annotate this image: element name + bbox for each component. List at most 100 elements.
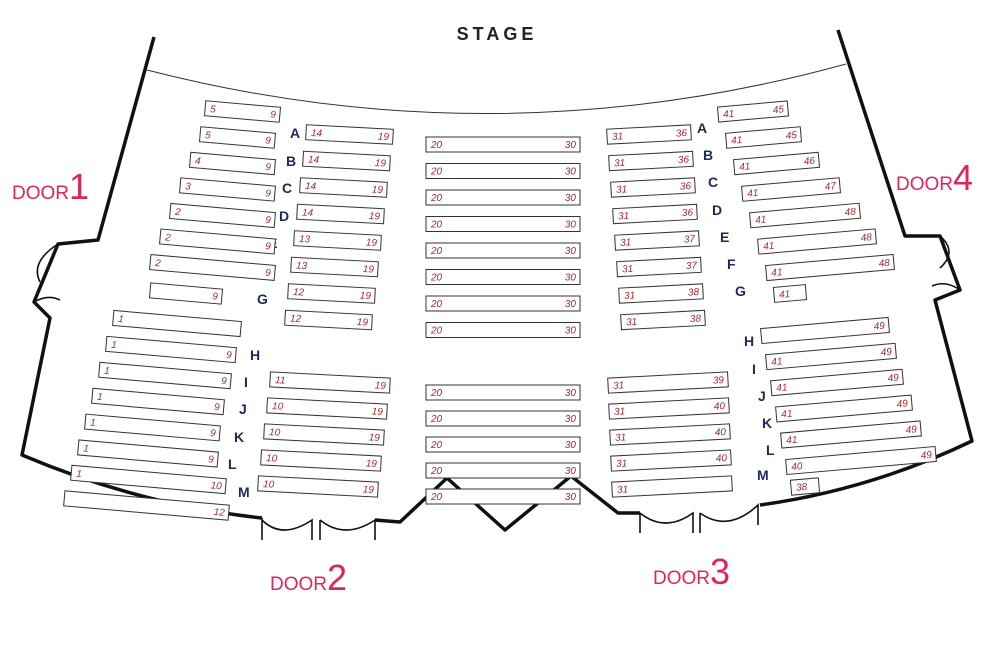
seat-start-number: 14 (302, 207, 314, 219)
seat-end-number: 36 (678, 154, 690, 166)
seat-start-number: 2 (164, 232, 172, 244)
seat-end-number: 30 (565, 193, 577, 204)
lower-m-far-left[interactable]: 19 (77, 439, 219, 468)
seat-block-outline (425, 295, 581, 312)
seat-block-outline (425, 136, 581, 153)
lower-l-far-left[interactable]: 19 (84, 413, 221, 442)
seat-start-number: 20 (430, 388, 443, 399)
lower-row6-far-right[interactable]: 38 (789, 477, 821, 496)
seat-start-number: 20 (430, 273, 443, 284)
upper-row7-far-right[interactable]: 41 (772, 284, 808, 303)
row-letter-left-i: I (244, 374, 248, 390)
upper-c-far-left[interactable]: 49 (188, 151, 277, 176)
seat-start-number: 2 (154, 258, 162, 270)
upper-f-far-left[interactable]: 29 (159, 228, 276, 255)
seat-block-outline (77, 439, 219, 468)
seat-block-outline (789, 477, 821, 496)
upper-g-far-left[interactable]: 29 (149, 254, 276, 281)
seat-start-number: 5 (210, 104, 217, 115)
lower-m-right[interactable]: 31 (611, 475, 733, 498)
door-3-label: DOOR3 (653, 551, 730, 592)
lower-h-far-left[interactable]: 1 (112, 309, 242, 338)
seat-start-number: 20 (430, 414, 443, 425)
upper-row7-far-left[interactable]: 9 (148, 282, 224, 305)
seat-end-number: 9 (214, 402, 221, 413)
upper-d-far-left[interactable]: 39 (178, 177, 277, 202)
lower-h-far-right[interactable]: 49 (760, 316, 890, 345)
seat-start-number: 31 (614, 406, 626, 418)
lower-j-far-left[interactable]: 19 (98, 361, 232, 390)
seat-block-outline (608, 150, 694, 172)
lower-i-far-left[interactable]: 19 (105, 335, 237, 364)
seat-end-number: 30 (565, 220, 577, 231)
seat-block-outline (198, 126, 277, 149)
seat-start-number: 1 (76, 469, 83, 480)
upper-e-far-left[interactable]: 29 (169, 202, 276, 229)
lower-row6-far-left[interactable]: 110 (70, 464, 227, 495)
seat-block-outline (263, 423, 385, 446)
lower-row7-far-left[interactable]: 12 (63, 490, 230, 521)
seat-start-number: 10 (269, 427, 281, 439)
row-letter-right-b: B (703, 147, 713, 163)
seat-block-outline (425, 322, 581, 338)
seat-end-number: 40 (716, 453, 728, 465)
lower-k-far-left[interactable]: 19 (91, 387, 225, 416)
seat-end-number: 19 (371, 406, 383, 418)
seat-end-number: 12 (213, 507, 225, 519)
seat-block-outline (614, 230, 700, 251)
